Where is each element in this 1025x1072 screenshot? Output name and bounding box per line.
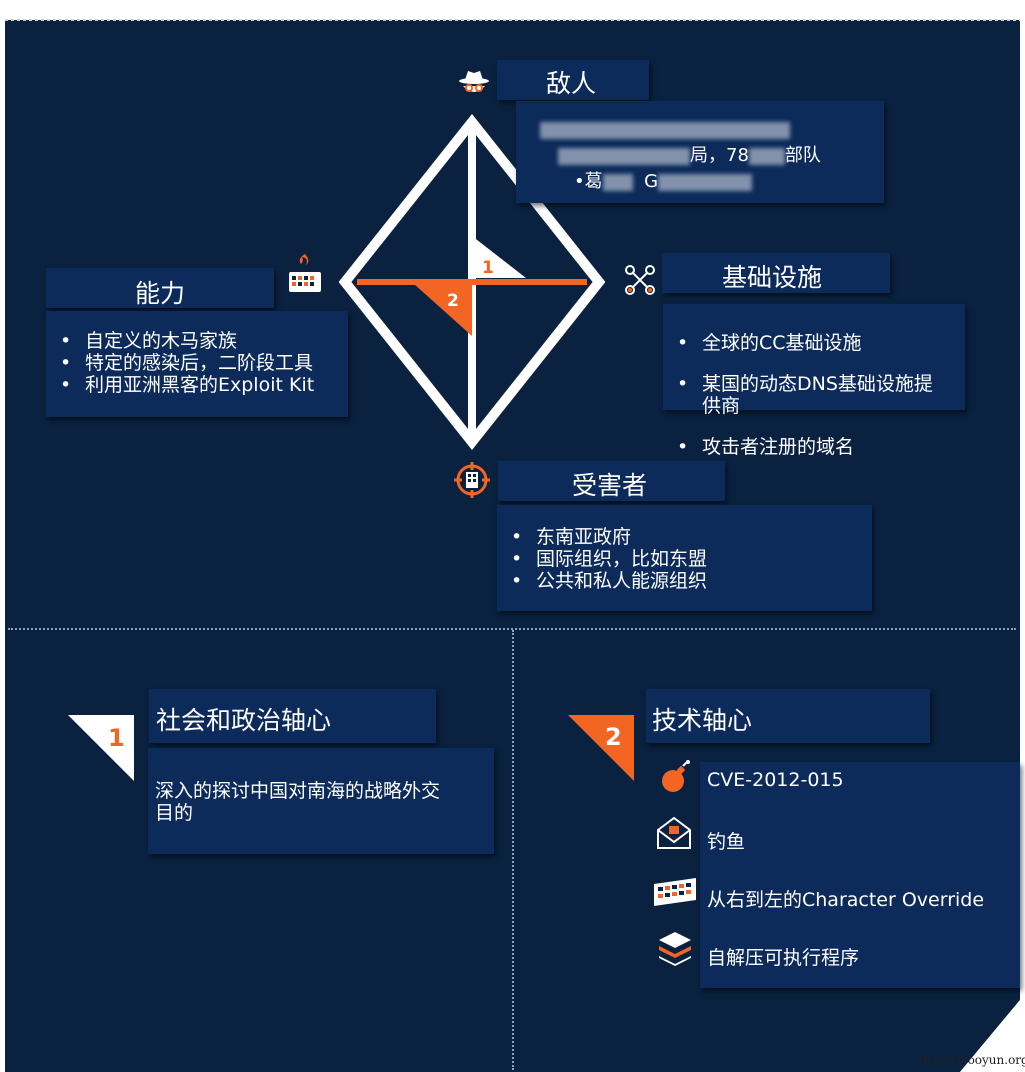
capability-item: 利用亚洲黑客的Exploit Kit <box>55 374 314 396</box>
tech-item-label: 自解压可执行程序 <box>707 947 860 969</box>
infrastructure-item: 全球的CC基础设施 <box>672 332 933 354</box>
social-axis-number: 1 <box>108 724 125 752</box>
capability-item: 特定的感染后，二阶段工具 <box>55 352 314 374</box>
vertical-divider <box>512 630 514 1070</box>
social-axis-marker <box>68 715 134 781</box>
diamond-badge-1: 1 <box>482 258 494 278</box>
tech-axis-title: 技术轴心 <box>652 706 753 735</box>
adversary-line-2-tail: 部队 <box>784 145 821 166</box>
capability-list: 自定义的木马家族 特定的感染后，二阶段工具 利用亚洲黑客的Exploit Kit <box>55 330 314 396</box>
adversary-title-box <box>497 60 649 100</box>
social-axis-title-box <box>149 689 436 743</box>
victim-item: 国际组织，比如东盟 <box>506 548 707 570</box>
infrastructure-item: 攻击者注册的域名 <box>672 436 933 458</box>
adversary-line-2-text: 局，78 <box>690 145 749 166</box>
capability-title-box <box>46 268 274 308</box>
adversary-line-3-mid: G <box>644 171 659 192</box>
infrastructure-item: 某国的动态DNS基础设施提 供商 <box>672 373 933 417</box>
tech-axis-number: 2 <box>605 723 622 751</box>
hacker-icon <box>456 68 492 106</box>
tech-axis-marker <box>568 715 634 781</box>
diamond-shape <box>338 113 606 451</box>
capability-title: 能力 <box>135 279 186 308</box>
social-axis-body-box <box>148 748 494 854</box>
tech-item-label: 钓鱼 <box>707 831 746 853</box>
victim-item: 东南亚政府 <box>506 526 707 548</box>
network-nodes-icon <box>624 264 656 300</box>
keyboard-fire-icon <box>287 252 323 300</box>
adversary-line-3: •葛 G <box>574 171 753 193</box>
adversary-line-3-prefix: •葛 <box>574 171 603 192</box>
adversary-line-1 <box>540 120 790 139</box>
tech-item-label: CVE-2012-015 <box>707 769 844 791</box>
tech-axis-title-box <box>646 689 930 743</box>
horizontal-divider <box>8 628 1016 630</box>
adversary-title: 敌人 <box>546 69 597 98</box>
envelope-icon <box>656 816 692 854</box>
watermark: drops.wooyun.org <box>919 1053 1025 1067</box>
target-building-icon <box>454 462 490 502</box>
capability-item: 自定义的木马家族 <box>55 330 314 352</box>
infrastructure-title: 基础设施 <box>722 263 823 292</box>
victim-title: 受害者 <box>572 471 648 500</box>
victim-item: 公共和私人能源组织 <box>506 570 707 592</box>
social-axis-body: 深入的探讨中国对南海的战略外交 目的 <box>155 780 441 824</box>
layers-icon <box>657 930 693 970</box>
bomb-icon <box>659 760 691 798</box>
infrastructure-list: 全球的CC基础设施 某国的动态DNS基础设施提 供商 攻击者注册的域名 <box>672 313 933 477</box>
victim-list: 东南亚政府 国际组织，比如东盟 公共和私人能源组织 <box>506 526 707 592</box>
tech-item-label: 从右到左的Character Override <box>707 889 985 911</box>
diamond-badge-2: 2 <box>447 291 459 311</box>
tech-axis-list-box <box>700 762 1020 988</box>
adversary-line-2: 局，78 部队 <box>558 145 821 167</box>
infrastructure-title-box <box>662 253 890 293</box>
keyboard-icon <box>652 876 698 912</box>
social-axis-title: 社会和政治轴心 <box>156 706 332 735</box>
victim-title-box <box>498 461 725 501</box>
